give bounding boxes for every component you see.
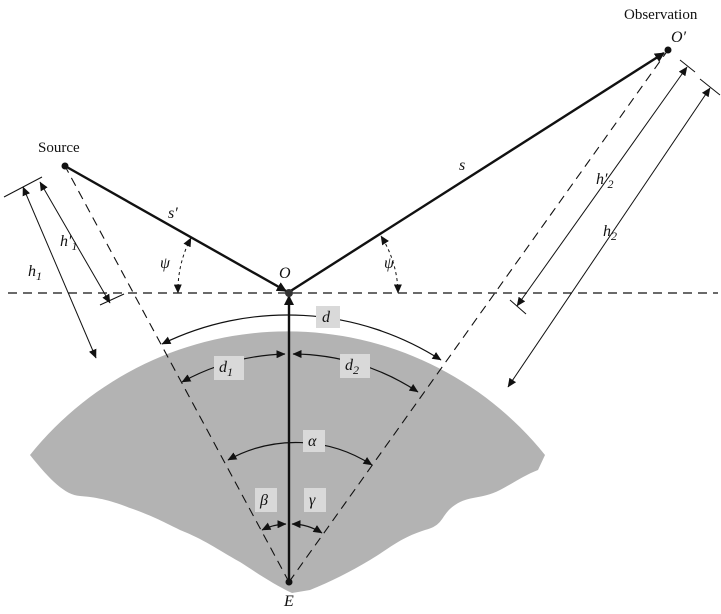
observation-point — [664, 46, 672, 54]
h1p-label: h′1 — [60, 233, 78, 253]
psi-left-label: ψ — [160, 255, 171, 272]
observation-label: Observation — [624, 7, 698, 23]
o-label: O — [279, 265, 291, 282]
s-label: s — [459, 157, 465, 174]
d2-label: d2 — [345, 357, 359, 377]
incident-ray — [64, 164, 287, 293]
label-bg-gamma — [304, 488, 326, 512]
label-bg-d1 — [214, 356, 244, 380]
h2-label: h2 — [603, 223, 617, 243]
radial-line-observation — [288, 49, 669, 583]
label-bg-d2 — [340, 354, 370, 378]
psi-arc-right — [380, 235, 402, 294]
h2p-dimension — [509, 59, 696, 315]
d-label: d — [322, 309, 331, 326]
label-bg-alpha — [303, 430, 325, 452]
source-point — [61, 162, 69, 170]
h1p-dimension — [39, 181, 125, 306]
arc-beta — [261, 520, 287, 531]
earth-center-e — [285, 578, 293, 586]
h1-dimension — [3, 176, 97, 359]
label-bg-d — [316, 306, 340, 328]
h2p-label: h′2 — [596, 171, 614, 191]
psi-arc-left — [173, 237, 192, 294]
beta-label: β — [259, 492, 268, 509]
label-bg-beta — [255, 488, 277, 512]
e-label: E — [283, 593, 294, 610]
arc-d — [161, 314, 442, 361]
earth-sector — [30, 331, 545, 593]
source-label: Source — [38, 140, 80, 156]
arc-gamma — [291, 520, 323, 534]
reflection-point-o — [285, 289, 293, 297]
gamma-label: γ — [309, 492, 316, 509]
alpha-label: α — [308, 433, 317, 450]
h1-label: h1 — [28, 263, 42, 283]
s-prime-label: s′ — [168, 205, 178, 222]
o-prime-label: O′ — [671, 29, 687, 46]
arc-alpha — [227, 441, 373, 466]
reflected-ray — [288, 51, 665, 294]
d1-label: d1 — [219, 359, 233, 379]
psi-right-label: ψ — [384, 255, 395, 272]
